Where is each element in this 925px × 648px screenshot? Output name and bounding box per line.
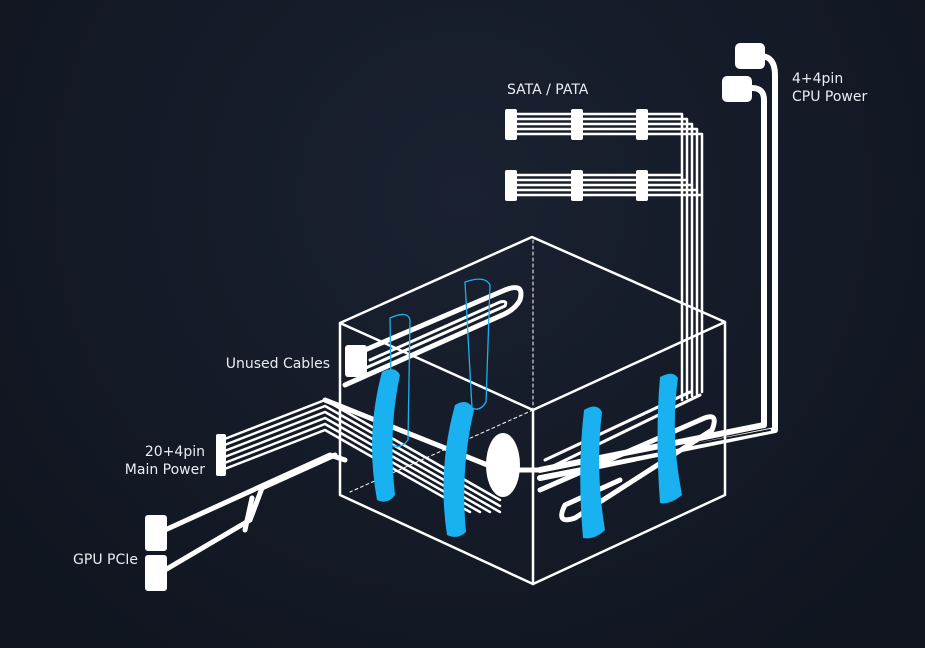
label-main-power: 20+4pin Main Power [125, 443, 205, 479]
label-main-line2: Main Power [124, 462, 205, 478]
connectors [145, 43, 765, 591]
main-power-connector [216, 434, 226, 476]
cable-straps [372, 369, 682, 539]
label-main-line1: 20+4pin [144, 444, 205, 460]
label-gpu-pcie: GPU PCIe [73, 552, 138, 568]
cable-loop-right [537, 414, 717, 523]
gpu-pcie-cables [162, 452, 348, 573]
label-unused-cables: Unused Cables [225, 356, 330, 372]
cpu-connector [735, 43, 765, 69]
sata-connector [505, 170, 517, 201]
strap [580, 406, 605, 539]
strap [372, 369, 400, 502]
unused-cables [342, 285, 524, 388]
unused-connector [345, 345, 367, 377]
sata-connector [571, 109, 583, 140]
label-cpu-line2: CPU Power [792, 89, 868, 105]
cpu-connector [722, 76, 752, 102]
fan-knot [486, 433, 520, 497]
label-cpu-line1: 4+4pin [792, 71, 844, 87]
sata-connector [636, 170, 648, 201]
label-sata-pata: SATA / PATA [507, 82, 589, 98]
gpu-connector [145, 515, 167, 551]
sata-connector [571, 170, 583, 201]
strap [657, 373, 682, 504]
label-cpu-power: 4+4pin CPU Power [792, 70, 867, 106]
gpu-connector [145, 555, 167, 591]
sata-connector [636, 109, 648, 140]
strap [443, 401, 474, 537]
sata-connector [505, 109, 517, 140]
